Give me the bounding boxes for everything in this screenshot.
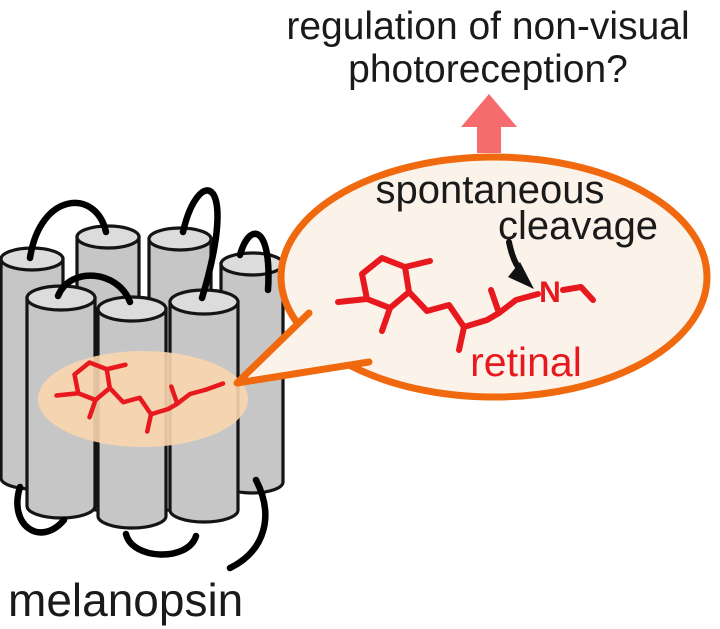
top-loop-1 bbox=[26, 199, 110, 262]
annotation-cleavage: cleavage bbox=[498, 204, 658, 248]
annotation-spontaneous: spontaneous bbox=[375, 168, 604, 212]
top-loop-2 bbox=[54, 272, 134, 306]
connecting-loops bbox=[14, 187, 272, 572]
helix-top bbox=[96, 295, 168, 323]
retinal-structure-large: N bbox=[338, 258, 596, 350]
helix-top bbox=[147, 226, 213, 252]
helix-top bbox=[75, 224, 141, 250]
cleavage-arrow-head bbox=[508, 262, 534, 289]
bottom-loop-2 bbox=[122, 530, 200, 558]
bubble-tail-outline bbox=[233, 309, 373, 387]
speech-bubble: spontaneous cleavage N retinal bbox=[233, 153, 711, 401]
bubble-ellipse bbox=[277, 153, 711, 401]
retinal-in-protein bbox=[57, 363, 226, 432]
helix-top bbox=[219, 251, 285, 277]
bottom-loop-1 bbox=[14, 483, 68, 536]
up-arrow-icon bbox=[461, 94, 517, 153]
title-line-2: photoreception? bbox=[348, 48, 628, 91]
c-terminal-tail bbox=[226, 476, 269, 572]
retinal-ethyl-group bbox=[560, 284, 596, 303]
retinal-label: retinal bbox=[470, 339, 582, 385]
retinal-end-bond bbox=[204, 381, 226, 392]
protein-label: melanopsin bbox=[8, 574, 243, 626]
cleavage-arrow-icon bbox=[506, 239, 534, 289]
nitrogen-atom-label: N bbox=[539, 276, 561, 309]
title-line-1: regulation of non-visual bbox=[286, 5, 689, 48]
top-loop-3 bbox=[179, 187, 221, 302]
top-loop-4 bbox=[236, 230, 272, 294]
